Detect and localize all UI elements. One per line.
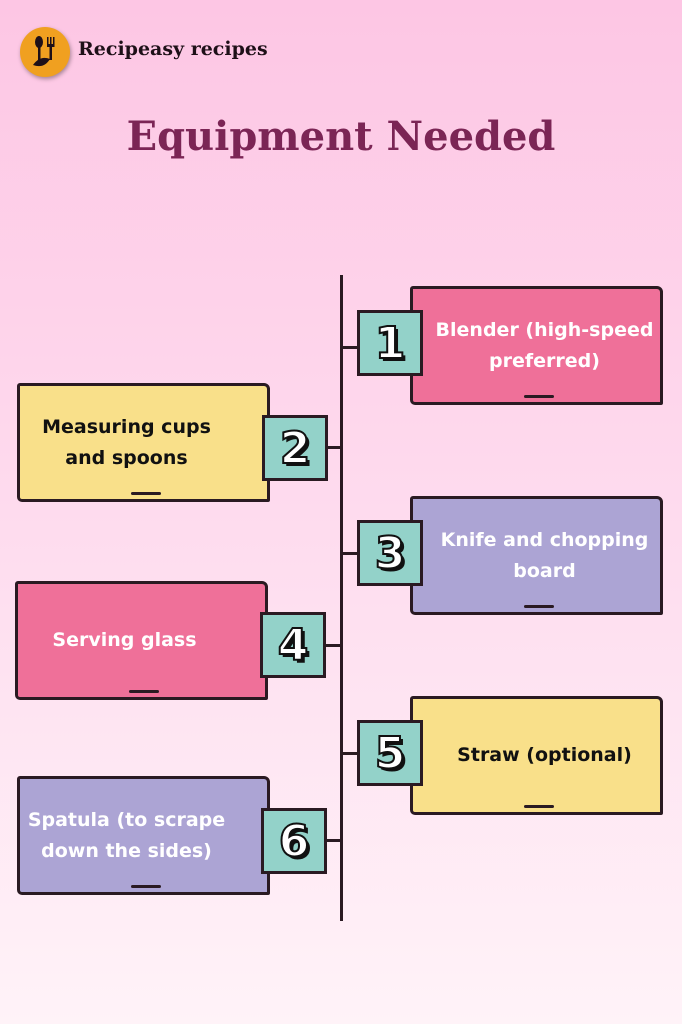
step-number-badge: 5 [357,720,423,786]
equipment-label: Spatula (to scrape down the sides) [27,808,226,862]
equipment-label: Measuring cups and spoons [42,415,211,469]
equipment-card-5: Straw (optional) [410,696,663,815]
equipment-card-4: Serving glass [15,581,268,700]
timeline-line [340,275,343,921]
connector [324,446,342,449]
equipment-label: Straw (optional) [457,744,632,766]
equipment-card-1: Blender (high-speed preferred) [410,286,663,405]
equipment-card-6: Spatula (to scrape down the sides) [17,776,270,895]
equipment-label: Serving glass [52,629,197,651]
step-number-badge: 6 [261,808,327,874]
connector [324,644,342,647]
connector [342,552,360,555]
step-number-badge: 3 [357,520,423,586]
spoon-fork-leaf-icon [33,36,55,67]
page-title: Equipment Needed [126,113,556,160]
equipment-label: Blender (high-speed preferred) [435,318,654,372]
step-number-badge: 4 [260,612,326,678]
step-number-badge: 2 [262,415,328,481]
equipment-card-3: Knife and chopping board [410,496,663,615]
brand-name: Recipeasy recipes [78,38,268,60]
step-number-badge: 1 [357,310,423,376]
connector [342,346,360,349]
equipment-label: Knife and chopping board [440,528,649,582]
brand-logo [20,27,70,77]
connector [324,839,342,842]
connector [342,752,360,755]
equipment-card-2: Measuring cups and spoons [17,383,270,502]
